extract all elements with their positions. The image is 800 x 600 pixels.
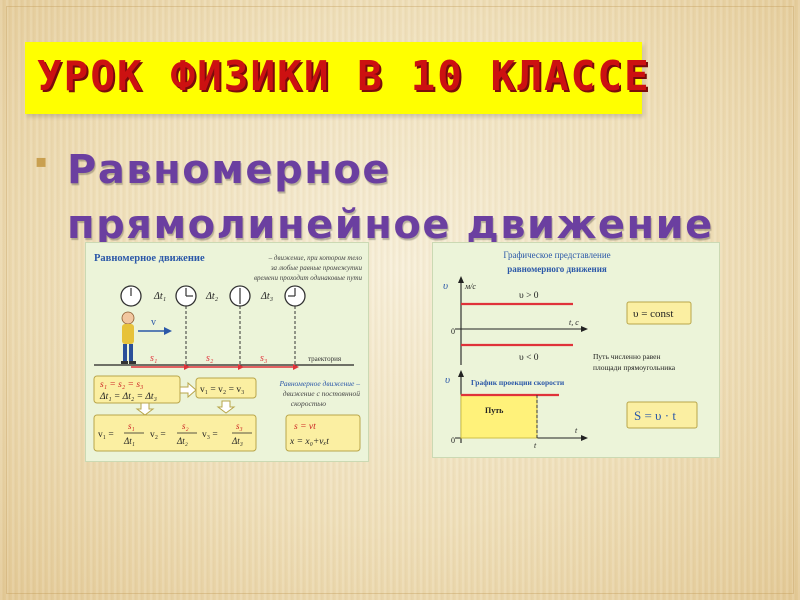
graph2-t-axis: t — [575, 426, 578, 435]
note-line-3: скоростью — [291, 399, 327, 408]
definition-line-1: – движение, при котором тело — [268, 254, 363, 262]
s3-label: s₃ — [260, 353, 268, 364]
graph1-v-axis: υ — [443, 280, 448, 292]
equal-paths: s₁ = s₂ = s₃ — [100, 380, 143, 390]
equal-times: Δt₁ = Δt₂ = Δt₃ — [99, 392, 157, 402]
constant-velocity: υ = const — [633, 308, 673, 320]
frac2-den: Δt₂ — [176, 436, 188, 446]
frac1-num: s₁ — [128, 421, 135, 431]
v3-label: v₃ = — [202, 430, 218, 440]
clock-icon — [284, 285, 306, 307]
heading-line-1: Равномерное — [67, 147, 391, 193]
graph2-v-axis: υ — [445, 374, 450, 386]
frac2-num: s₂ — [182, 421, 189, 431]
graph1-origin: 0 — [451, 327, 455, 336]
uniform-motion-illustration: Равномерное движение – движение, при кот… — [93, 253, 363, 452]
bullet-icon: ▪ — [35, 151, 48, 172]
path-note-2: площади прямоугольника — [593, 363, 676, 372]
positive-velocity-label: υ > 0 — [519, 291, 539, 301]
frac1-den: Δt₁ — [123, 436, 135, 446]
graph-panel: Графическое представление равномерного д… — [432, 242, 720, 458]
velocity-label: v — [151, 317, 156, 328]
graph1-unit: м/с — [464, 282, 476, 291]
note-line-1: Равномерное движение – — [279, 379, 361, 388]
slide-title: УРОК ФИЗИКИ В 10 КЛАССЕ — [37, 52, 651, 100]
panel-title: Равномерное движение — [94, 253, 205, 264]
dt2-label: Δt₂ — [205, 291, 219, 302]
definition-line-2: за любые равные промежутки — [270, 264, 363, 272]
slide-heading: Равномерное прямолинейное движение — [67, 143, 714, 253]
heading-line-2: прямолинейное движение — [67, 202, 714, 248]
frac3-den: Δt₃ — [231, 436, 243, 446]
path-note-1: Путь численно равен — [593, 352, 661, 361]
path-area — [460, 394, 538, 439]
title-banner: УРОК ФИЗИКИ В 10 КЛАССЕ — [25, 42, 649, 114]
t-tick: t — [534, 441, 537, 450]
coordinate-formula: x = x₀+vₓt — [289, 437, 329, 447]
note-line-2: движение с постоянной — [283, 389, 360, 398]
path-label: Путь — [485, 406, 504, 415]
distance-formula: S = υ · t — [634, 408, 676, 423]
equal-velocities: v₁ = v₂ = v₃ — [200, 385, 244, 395]
definition-line-3: времени проходит одинаковые пути — [254, 274, 363, 282]
slide-frame — [6, 6, 794, 594]
clock-icon — [229, 285, 251, 307]
graph-title-1: Графическое представление — [503, 250, 610, 260]
clock-icon — [120, 285, 142, 307]
frac3-num: s₃ — [236, 421, 243, 431]
v2-label: v₂ = — [150, 430, 166, 440]
displacement-formula: s = vt — [294, 422, 316, 432]
s2-label: s₂ — [206, 353, 214, 364]
graph2-origin: 0 — [451, 436, 455, 445]
velocity-graphs: Графическое представление равномерного д… — [443, 250, 698, 450]
clock-icon — [175, 285, 197, 307]
uniform-motion-panel: Равномерное движение – движение, при кот… — [85, 242, 369, 462]
s1-label: s₁ — [150, 353, 157, 364]
negative-velocity-label: υ < 0 — [519, 353, 539, 363]
graph1-t-axis: t, с — [569, 318, 579, 327]
graph-title-2: равномерного движения — [507, 264, 607, 274]
dt1-label: Δt₁ — [153, 291, 166, 302]
trajectory-label: траектория — [308, 355, 342, 363]
boy-figure-icon — [121, 311, 136, 364]
graph2-title: График проекции скорости — [471, 378, 565, 387]
v1-label: v₁ = — [98, 430, 114, 440]
dt3-label: Δt₃ — [260, 291, 274, 302]
